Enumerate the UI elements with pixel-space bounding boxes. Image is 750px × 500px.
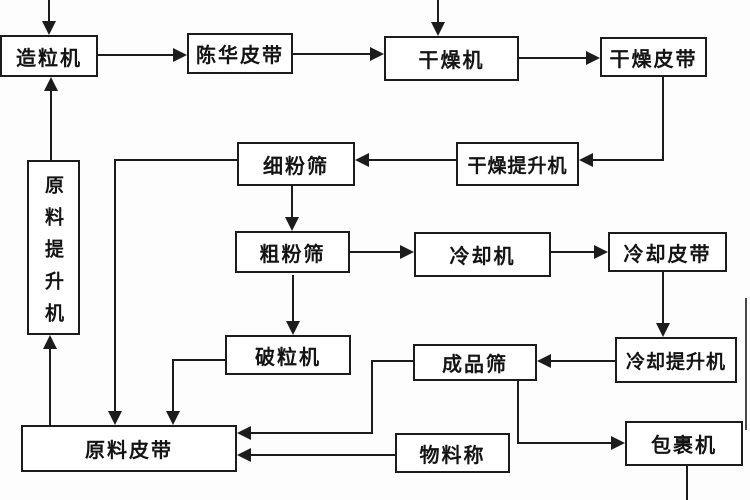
edge-wrapping-machine-bottom-line <box>686 466 688 500</box>
node-aging-belt: 陈华皮带 <box>187 33 293 74</box>
edge-dryer-drying-belt-line <box>519 57 587 59</box>
arrow-left-icon <box>537 354 551 368</box>
node-cooler: 冷却机 <box>414 232 551 277</box>
edge-drying-elevator-fine-sieve-line <box>369 159 456 161</box>
edge-product-sieve-raw-belt-vline <box>371 360 373 434</box>
edge-drying-belt-elevator-hline <box>591 159 664 161</box>
arrow-right-icon <box>594 245 608 259</box>
arrow-down-icon <box>108 411 122 425</box>
edge-fine-sieve-raw-belt-hline <box>114 159 237 161</box>
edge-cooler-cooling-belt-line <box>551 251 595 253</box>
arrow-down-icon <box>166 411 180 425</box>
edge-top-to-dryer-line <box>437 0 439 25</box>
edge-product-sieve-wrapping-vline <box>517 381 519 443</box>
node-material-scale: 物料称 <box>395 433 510 473</box>
arrow-right-icon <box>400 245 414 259</box>
edge-product-sieve-wrapping-hline <box>517 442 611 444</box>
arrow-down-icon <box>285 217 299 231</box>
arrow-down-icon <box>286 321 300 335</box>
node-cooling-belt: 冷却皮带 <box>608 232 727 272</box>
arrow-left-icon <box>355 153 369 167</box>
node-dryer: 干燥机 <box>384 36 519 81</box>
node-raw-material-elevator: 原料提升机 <box>27 160 80 335</box>
arrow-up-icon <box>44 77 58 91</box>
arrow-right-icon <box>611 436 625 450</box>
node-drying-elevator: 干燥提升机 <box>456 142 579 186</box>
arrow-left-icon <box>237 448 251 462</box>
edge-product-sieve-raw-belt-hline-top <box>371 360 413 362</box>
arrow-left-icon <box>237 426 251 440</box>
edge-coarse-sieve-crusher-line <box>292 275 294 322</box>
node-fine-sieve: 细粉筛 <box>237 142 355 186</box>
edge-cooling-elevator-product-sieve-line <box>550 360 615 362</box>
edge-crusher-raw-belt-vline <box>172 359 174 412</box>
node-cooling-elevator: 冷却提升机 <box>615 337 737 383</box>
arrow-right-icon <box>173 48 187 62</box>
node-crusher: 破粒机 <box>225 335 351 375</box>
arrow-down-icon <box>431 22 445 36</box>
edge-fine-sieve-raw-belt-vline <box>114 159 116 412</box>
arrow-up-icon <box>43 335 57 349</box>
edge-coarse-sieve-cooler-line <box>350 251 401 253</box>
edge-drying-belt-elevator-vline <box>662 77 664 161</box>
node-granulator: 造粒机 <box>0 35 98 77</box>
edge-granulator-aging-belt-line <box>98 54 174 56</box>
edge-product-sieve-raw-belt-hline-bottom <box>249 432 373 434</box>
arrow-right-icon <box>586 51 600 65</box>
arrow-down-icon <box>656 323 670 337</box>
edge-raw-belt-raw-elevator-line <box>49 347 51 425</box>
node-product-sieve: 成品筛 <box>413 344 537 381</box>
edge-material-scale-raw-belt-line <box>249 454 395 456</box>
edge-aging-belt-dryer-line <box>293 53 371 55</box>
node-coarse-sieve: 粗粉筛 <box>235 231 350 273</box>
edge-top-to-granulator-line <box>48 0 50 24</box>
edge-raw-elevator-granulator-line <box>50 89 52 160</box>
edge-crusher-raw-belt-hline <box>172 359 225 361</box>
edge-cooling-belt-elevator-line <box>662 272 664 324</box>
right-edge-cropped-line <box>745 298 747 430</box>
edge-fine-sieve-coarse-sieve-line <box>291 186 293 218</box>
node-drying-belt: 干燥皮带 <box>600 37 707 77</box>
arrow-right-icon <box>370 47 384 61</box>
node-wrapping-machine: 包裹机 <box>625 421 743 466</box>
node-raw-material-belt: 原料皮带 <box>21 425 237 472</box>
arrow-down-icon <box>42 21 56 35</box>
arrow-left-icon <box>579 153 593 167</box>
